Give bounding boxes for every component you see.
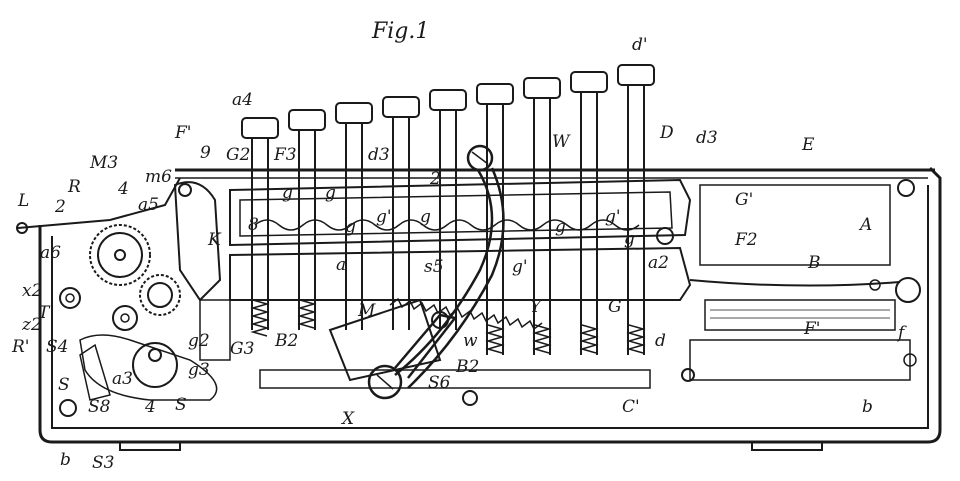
label-w: w <box>463 331 478 351</box>
label-K: K <box>207 230 222 250</box>
label-d: d <box>655 331 666 351</box>
label-F-prime: F' <box>174 123 191 143</box>
label-g-prime-2: g' <box>605 207 621 227</box>
label-B2-left: B2 <box>274 331 298 351</box>
label-s5: s5 <box>424 257 444 277</box>
label-a6: a6 <box>40 243 61 263</box>
label-g-prime-1: g' <box>376 207 392 227</box>
label-M: M <box>357 301 376 321</box>
label-a2: a2 <box>648 253 669 273</box>
label-g3: g3 <box>188 360 210 380</box>
label-Y: Y <box>530 297 543 317</box>
label-a-mid: a <box>336 255 346 275</box>
label-d3-right: d3 <box>696 128 718 148</box>
label-4: 4 <box>117 179 129 199</box>
label-S6: S6 <box>428 373 451 393</box>
label-f: f <box>896 323 907 343</box>
key-springs <box>250 299 646 354</box>
label-a4: a4 <box>232 90 253 110</box>
label-b-left: b <box>60 450 71 470</box>
figure-title: Fig.1 <box>371 19 429 44</box>
figure-labels: d' W D d3 E a4 F' G2 F3 d3 g g 2 G' A F2… <box>11 35 907 473</box>
label-G3: G3 <box>230 339 254 359</box>
label-S8: S8 <box>88 397 111 417</box>
label-F-prime-lower: F' <box>803 319 820 339</box>
label-g-2: g <box>555 217 566 237</box>
housing <box>16 166 942 451</box>
gear-assembly <box>59 181 231 417</box>
frame-plate <box>229 178 921 381</box>
label-g-4: g <box>624 229 635 249</box>
label-a5: a5 <box>138 195 159 215</box>
label-G-prime: G' <box>735 190 753 210</box>
label-d-prime-top: d' <box>632 35 648 55</box>
label-M3: M3 <box>89 153 118 173</box>
label-S4: S4 <box>46 337 68 357</box>
label-G: G <box>608 297 622 317</box>
label-8: 8 <box>248 215 259 235</box>
label-b-right: b <box>862 397 873 417</box>
label-R-prime: R' <box>11 337 29 357</box>
label-S-right: S <box>175 395 187 415</box>
label-S-left: S <box>58 375 70 395</box>
label-X: X <box>340 409 355 429</box>
label-2-top: 2 <box>429 169 441 189</box>
label-g2: g2 <box>188 331 210 351</box>
label-W: W <box>552 132 571 152</box>
label-D: D <box>659 123 674 143</box>
label-m6: m6 <box>145 167 172 187</box>
label-g-top-1: g <box>282 183 293 203</box>
label-C-prime: C' <box>622 397 640 417</box>
label-d3-mid: d3 <box>368 145 390 165</box>
label-g-1: g <box>420 207 431 227</box>
diagonal-spring <box>389 297 543 331</box>
bottom-bar <box>259 369 651 389</box>
right-screw <box>681 368 695 382</box>
label-F3: F3 <box>273 145 297 165</box>
label-4-low: 4 <box>144 397 156 417</box>
cam-bar <box>254 219 640 231</box>
label-F2: F2 <box>734 230 758 250</box>
label-G2: G2 <box>226 145 250 165</box>
label-R: R <box>67 177 81 197</box>
label-L: L <box>17 191 29 211</box>
label-E: E <box>801 135 815 155</box>
label-a3: a3 <box>112 369 133 389</box>
label-B: B <box>807 253 821 273</box>
label-T: T <box>38 303 51 323</box>
bottom-screw <box>462 390 478 406</box>
key-stems <box>241 64 655 355</box>
label-A: A <box>858 215 872 235</box>
label-z2: z2 <box>21 315 42 335</box>
label-S3: S3 <box>92 453 114 473</box>
label-g-top-2: g <box>325 183 336 203</box>
lever-x <box>328 298 458 400</box>
label-9: 9 <box>200 143 211 163</box>
frame-screw <box>656 227 674 245</box>
lever-w <box>394 144 505 389</box>
label-g-3: g <box>345 217 356 237</box>
label-x2: x2 <box>22 281 42 301</box>
label-B2-low: B2 <box>455 357 479 377</box>
label-2-left: 2 <box>54 197 66 217</box>
label-g-prime-3: g' <box>512 257 528 277</box>
